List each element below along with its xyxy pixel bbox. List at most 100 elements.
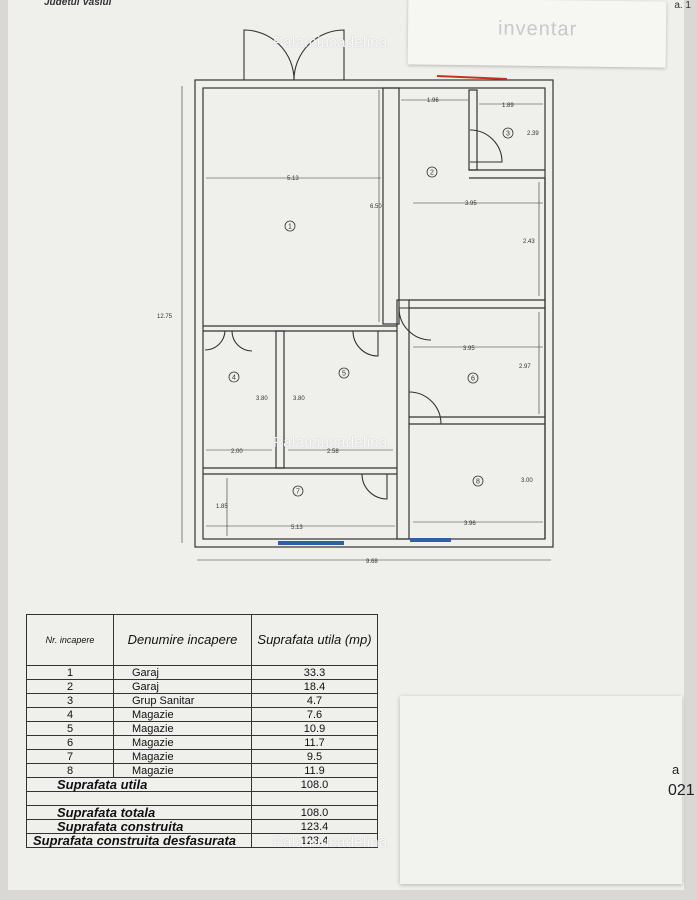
summary-row: [26, 791, 378, 806]
room-marker-7: 7: [292, 485, 304, 497]
dim-185: 1.85: [216, 504, 228, 510]
cell-nr: 6: [26, 735, 114, 750]
cell-name: Garaj: [113, 679, 252, 694]
interior-walls: [203, 87, 546, 540]
room-markers: 1 2 3 4 5 6 7 8: [228, 127, 514, 497]
rooms-table: Nr. incapere Denumire incapere Suprafata…: [26, 614, 378, 848]
table-header-row: Nr. incapere Denumire incapere Suprafata…: [26, 614, 378, 666]
summary-value: 123.4: [251, 833, 378, 848]
cell-area: 18.4: [251, 679, 378, 694]
room-marker-4: 4: [228, 371, 240, 383]
dim-overall-height: 12.75: [157, 314, 173, 320]
header-name: Denumire incapere: [113, 614, 252, 666]
room-marker-2: 2: [426, 166, 438, 178]
cell-name: Magazie: [113, 707, 252, 722]
room-marker-5: 5: [338, 367, 350, 379]
dim-258: 2.58: [327, 449, 339, 455]
dim-200: 2.00: [231, 449, 243, 455]
svg-text:3: 3: [506, 131, 510, 138]
cell-area: 11.7: [251, 735, 378, 750]
dim-mid-height: 6.50: [370, 204, 382, 210]
dim-300: 3.00: [521, 478, 533, 484]
cell-name: Garaj: [113, 665, 252, 680]
watermark-top: Palamiucadelina: [273, 34, 388, 51]
svg-text:8: 8: [476, 479, 480, 486]
cell-nr: 4: [26, 707, 114, 722]
cell-nr: 2: [26, 679, 114, 694]
svg-text:2: 2: [430, 170, 434, 177]
dim-243: 2.43: [523, 239, 535, 245]
edge-number: 021: [668, 782, 695, 799]
dim-513b: 5.13: [291, 525, 303, 531]
svg-text:7: 7: [296, 489, 300, 496]
dim-395: 3.95: [465, 201, 477, 207]
door-arcs: [204, 29, 503, 500]
room-marker-6: 6: [467, 372, 479, 384]
cell-nr: 5: [26, 721, 114, 736]
cell-name: Magazie: [113, 735, 252, 750]
cell-name: Grup Sanitar: [113, 693, 252, 708]
dim-196: 1.96: [427, 98, 439, 104]
summary-label: Suprafata construita desfasurata: [26, 833, 252, 848]
watermark-bottom: Palamiucadelina: [273, 834, 388, 851]
cell-area: 33.3: [251, 665, 378, 680]
dimension-lines: [181, 86, 551, 561]
dim-239: 2.39: [527, 131, 539, 137]
page-marker: a. 1: [674, 0, 691, 11]
red-mark: [436, 75, 508, 80]
header-nr: Nr. incapere: [26, 614, 114, 666]
cell-name: Magazie: [113, 749, 252, 764]
cell-area: 4.7: [251, 693, 378, 708]
cell-nr: 7: [26, 749, 114, 764]
cell-area: 7.6: [251, 707, 378, 722]
dim-189: 1.89: [502, 103, 514, 109]
summary-value: 108.0: [251, 777, 378, 792]
summary-value: 108.0: [251, 805, 378, 820]
cell-area: 10.9: [251, 721, 378, 736]
dim-380b: 3.80: [293, 396, 305, 402]
dim-garage-width: 5.13: [287, 176, 299, 182]
room-marker-3: 3: [502, 127, 514, 139]
cell-name: Magazie: [113, 763, 252, 778]
summary-value: 123.4: [251, 819, 378, 834]
dimension-labels: 12.75 9.68 5.13 6.50 1.96 1.89 2.39 3.95…: [157, 98, 539, 565]
dim-395b: 3.95: [463, 346, 475, 352]
bottom-sticker: [400, 696, 682, 884]
summary-label: [26, 791, 252, 806]
header-area: Suprafata utila (mp): [251, 614, 378, 666]
room-marker-8: 8: [472, 475, 484, 487]
cell-nr: 8: [26, 763, 114, 778]
svg-text:5: 5: [342, 371, 346, 378]
cell-area: 11.9: [251, 763, 378, 778]
room-marker-1: 1: [284, 220, 296, 232]
cell-name: Magazie: [113, 721, 252, 736]
dim-297: 2.97: [519, 364, 531, 370]
cell-nr: 1: [26, 665, 114, 680]
svg-text:4: 4: [232, 375, 236, 382]
dim-396: 3.96: [464, 521, 476, 527]
dim-overall-width: 9.68: [366, 559, 378, 565]
edge-letter: a: [672, 762, 680, 777]
summary-label: Suprafata construita: [26, 819, 252, 834]
dim-380a: 3.80: [256, 396, 268, 402]
cell-area: 9.5: [251, 749, 378, 764]
summary-label: Suprafata utila: [26, 777, 252, 792]
cell-nr: 3: [26, 693, 114, 708]
svg-text:6: 6: [471, 376, 475, 383]
summary-label: Suprafata totala: [26, 805, 252, 820]
summary-value: [251, 791, 378, 806]
watermark-middle: Palamiucadelina: [273, 434, 388, 451]
county-header: Judetul Vaslui: [44, 0, 112, 8]
